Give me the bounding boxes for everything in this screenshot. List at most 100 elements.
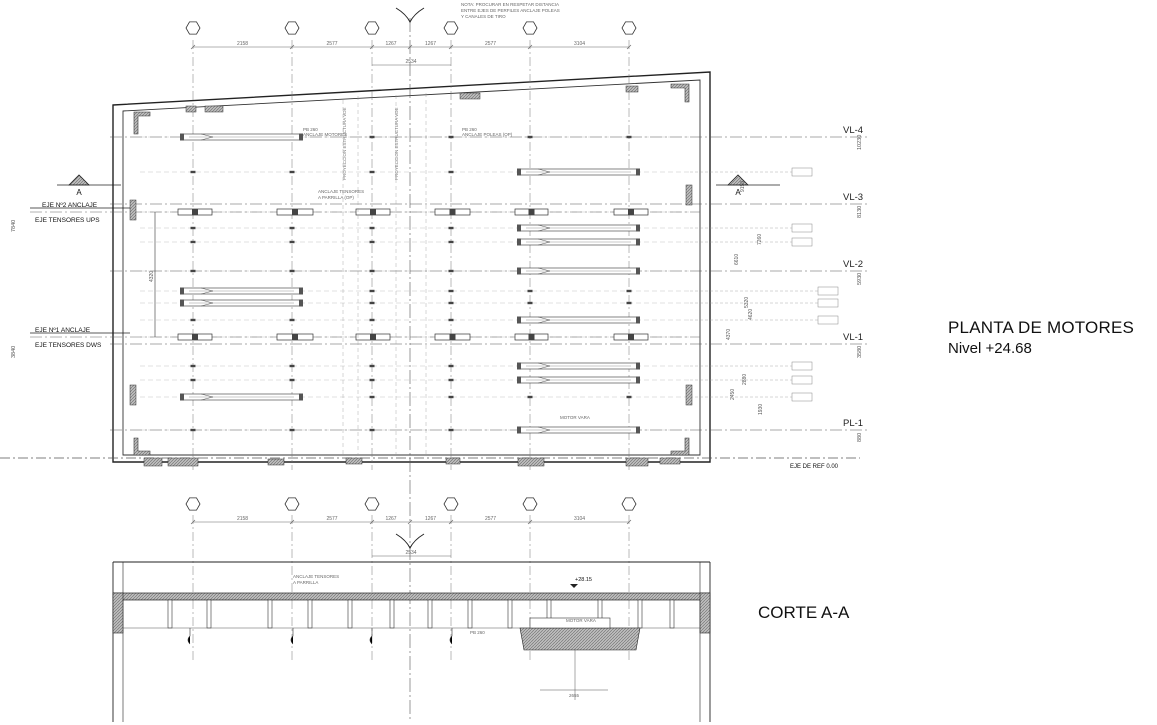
motor-bar-end <box>299 393 303 401</box>
motor-bar-arrow <box>537 362 551 370</box>
anchor-node <box>190 378 196 382</box>
top-subdimension-value: 2534 <box>405 59 416 65</box>
anchor-node <box>448 364 454 368</box>
plan-note: ANCLAJE TENSORES <box>318 189 364 194</box>
anchor-node <box>448 226 454 230</box>
section-beam <box>206 599 212 629</box>
anchor-node <box>626 301 632 305</box>
bottom-dimension-value: 2158 <box>237 516 248 522</box>
motor-bar-arrow <box>200 393 214 401</box>
anchor-node <box>448 395 454 399</box>
motor-bar-end <box>180 133 184 141</box>
section-beam <box>427 599 433 629</box>
level-dimension: 10230 <box>857 135 863 150</box>
reference-axis-label: EJE DE REF 0.00 <box>790 464 839 470</box>
anchor-node <box>369 135 375 139</box>
perimeter-column <box>685 184 693 206</box>
inner-dimension: 5320 <box>744 297 750 308</box>
grid-hexagon-marker <box>443 497 459 511</box>
top-dimension-tick <box>289 44 295 50</box>
top-dimension-value: 1267 <box>385 41 396 47</box>
anchor-node <box>448 428 454 432</box>
motor-bar-arrow <box>200 299 214 307</box>
level-label: PL-1 <box>843 418 863 429</box>
callout-tag <box>817 298 839 308</box>
anchor-node <box>190 226 196 230</box>
anchor-node <box>626 135 632 139</box>
tensor-core <box>292 334 298 340</box>
section-hook-icon <box>187 628 191 645</box>
plan-note: PB 260 <box>303 127 318 132</box>
section-motor <box>519 627 641 651</box>
anchor-node <box>448 269 454 273</box>
bottom-dimension-value: 1267 <box>385 516 396 522</box>
anchor-node <box>369 226 375 230</box>
anchor-node <box>289 226 295 230</box>
tensor-core <box>292 209 298 215</box>
motor-bar-arrow <box>537 426 551 434</box>
section-beam <box>507 599 513 629</box>
perimeter-column <box>143 457 163 467</box>
motor-bar <box>517 267 640 275</box>
level-dimension: 5930 <box>857 273 863 285</box>
grid-hexagon-marker <box>364 497 380 511</box>
motor-bar <box>517 168 640 176</box>
tensor-core <box>370 334 376 340</box>
top-dimension-value: 2158 <box>237 41 248 47</box>
section-beam <box>307 599 313 629</box>
anchor-node <box>190 428 196 432</box>
anchor-node <box>448 301 454 305</box>
anchor-node <box>369 269 375 273</box>
anchor-2-label: EJE Nº2 ANCLAJE <box>42 202 98 209</box>
bottom-dimension-value: 2577 <box>485 516 496 522</box>
motor-bar <box>517 238 640 246</box>
perimeter-column <box>625 457 649 467</box>
tensor-core <box>628 334 634 340</box>
motor-bar-end <box>517 267 521 275</box>
motor-bar <box>180 299 303 307</box>
section-hook-icon <box>369 628 373 645</box>
motor-bar-end <box>517 168 521 176</box>
anchor-node <box>369 378 375 382</box>
inner-dimension: 9150 <box>740 181 746 192</box>
motor-bar-end <box>299 133 303 141</box>
section-note: MOTOR VARA <box>566 618 596 623</box>
section-beam <box>637 599 643 629</box>
perimeter-column <box>185 105 197 113</box>
anchor-node <box>626 395 632 399</box>
inner-dimension: 1930 <box>758 404 764 415</box>
anchor-node <box>448 289 454 293</box>
motor-bar <box>180 287 303 295</box>
motor-bar-end <box>636 362 640 370</box>
section-motor-housing <box>529 617 611 629</box>
section-a-a <box>112 561 711 722</box>
motor-bar-arrow <box>537 168 551 176</box>
inner-dimension: 2880 <box>742 374 748 385</box>
north-arrow-icon <box>395 533 425 550</box>
grid-hexagon-marker <box>364 21 380 35</box>
tensor-core <box>449 209 456 215</box>
tensor-core <box>192 334 198 340</box>
projection-outline <box>342 93 427 455</box>
anchor-node <box>369 301 375 305</box>
motor-bar-end <box>517 316 521 324</box>
level-label: VL-4 <box>843 125 863 136</box>
anchor-node <box>190 170 196 174</box>
tensor-core <box>528 209 535 215</box>
section-slab <box>112 592 711 601</box>
grid-hexagon-marker <box>621 21 637 35</box>
grid-hexagon-marker <box>621 497 637 511</box>
motor-bar-arrow <box>537 238 551 246</box>
inner-dimension-value: 4320 <box>149 271 155 282</box>
section-hook-icon <box>290 628 294 645</box>
motor-bar <box>517 224 640 232</box>
section-title: CORTE A-A <box>758 603 850 622</box>
section-beam <box>267 599 273 629</box>
anchor-node <box>448 378 454 382</box>
tensor-core <box>192 209 198 215</box>
top-dimension-value: 2577 <box>485 41 496 47</box>
section-level-label: +28.15 <box>575 577 592 583</box>
anchor-node <box>289 269 295 273</box>
section-beam <box>467 599 473 629</box>
level-label: VL-1 <box>843 332 863 343</box>
